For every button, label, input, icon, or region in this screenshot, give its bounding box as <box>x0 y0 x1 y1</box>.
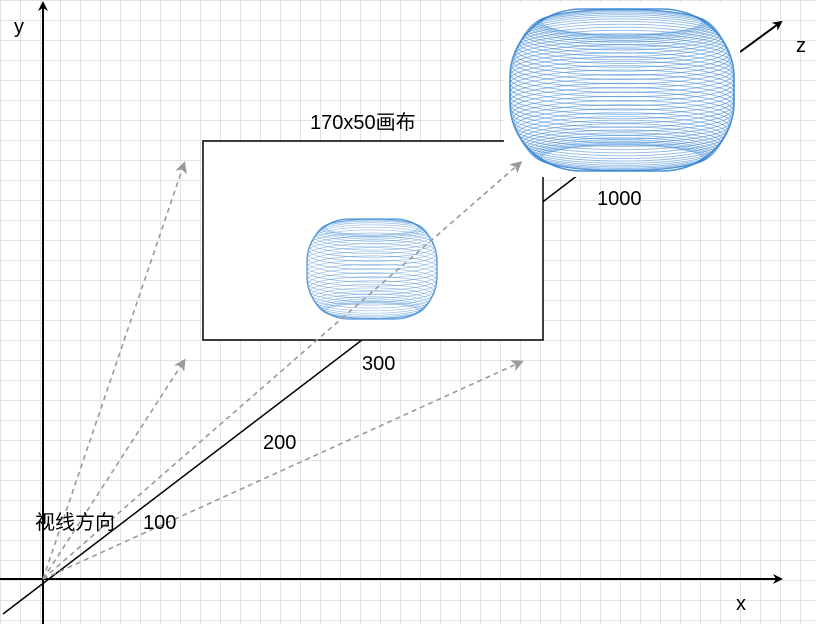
wireframe-torus-icon <box>504 3 740 177</box>
sight-ray-1 <box>42 161 187 580</box>
canvas-label: 170x50画布 <box>310 111 416 134</box>
x-axis-label: x <box>736 593 746 615</box>
sight-rays <box>42 161 524 580</box>
sight-ray-2 <box>42 358 186 580</box>
y-axis-label: y <box>14 16 24 38</box>
z-axis-label: z <box>796 35 806 57</box>
depth-mark-1000: 1000 <box>597 188 642 210</box>
sight-ray-3 <box>42 161 523 580</box>
sight-direction-label: 视线方向 <box>35 511 115 534</box>
depth-mark-100: 100 <box>143 512 176 534</box>
z-axis-tip <box>739 20 783 53</box>
depth-mark-200: 200 <box>263 432 296 454</box>
depth-mark-300: 300 <box>362 353 395 375</box>
projected-torus-icon <box>301 216 443 322</box>
sight-ray-4 <box>42 360 524 580</box>
